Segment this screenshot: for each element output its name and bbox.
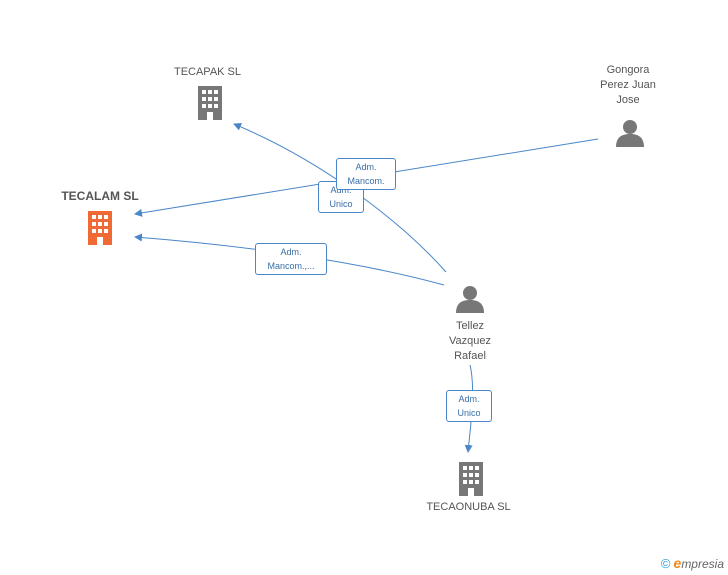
node-label-line: Jose <box>616 94 640 106</box>
edge-label-line: Mancom. <box>347 176 385 186</box>
edge-label-tellez-tecapak[interactable]: Adm. Unico <box>318 181 364 213</box>
edge-label-gongora-tecalam[interactable]: Adm. Mancom. <box>336 158 396 190</box>
node-label-line: Perez Juan <box>600 79 656 91</box>
brand-initial: e <box>673 555 682 571</box>
building-icon[interactable] <box>194 84 226 120</box>
edge-label-line: Adm. <box>458 394 480 404</box>
edge-label-tellez-tecalam[interactable]: Adm. Mancom.,... <box>255 243 327 275</box>
person-icon[interactable] <box>614 117 646 149</box>
node-label-line: Gongora <box>606 64 650 76</box>
building-icon[interactable] <box>84 209 116 245</box>
edge-label-line: Adm. <box>280 247 302 257</box>
edge-label-line: Adm. <box>355 162 377 172</box>
edge-label-line: Adm. <box>330 185 352 195</box>
brand-logo[interactable]: empresia <box>674 555 724 571</box>
node-label-line: Rafael <box>454 350 486 362</box>
node-label-tecapak: TECAPAK SL <box>173 66 242 78</box>
brand-name: mpresia <box>681 557 724 571</box>
node-label-line: Vazquez <box>449 335 491 347</box>
person-icon[interactable] <box>454 283 486 315</box>
edge-label-tellez-tecaonuba[interactable]: Adm. Unico <box>446 390 492 422</box>
footer-brand: © empresia <box>661 555 724 571</box>
node-label-tellez: Tellez Vazquez Rafael <box>420 319 520 364</box>
node-label-tecaonuba: TECAONUBA SL <box>426 501 511 513</box>
edge-label-line: Unico <box>329 199 353 209</box>
node-label-tecalam: TECALAM SL <box>61 189 139 203</box>
edge-label-line: Unico <box>457 408 481 418</box>
node-label-gongora: Gongora Perez Juan Jose <box>578 63 678 108</box>
copyright-symbol: © <box>660 555 671 571</box>
edge-label-line: Mancom.,... <box>267 261 315 271</box>
building-icon[interactable] <box>455 460 487 496</box>
node-label-line: Tellez <box>455 320 485 332</box>
